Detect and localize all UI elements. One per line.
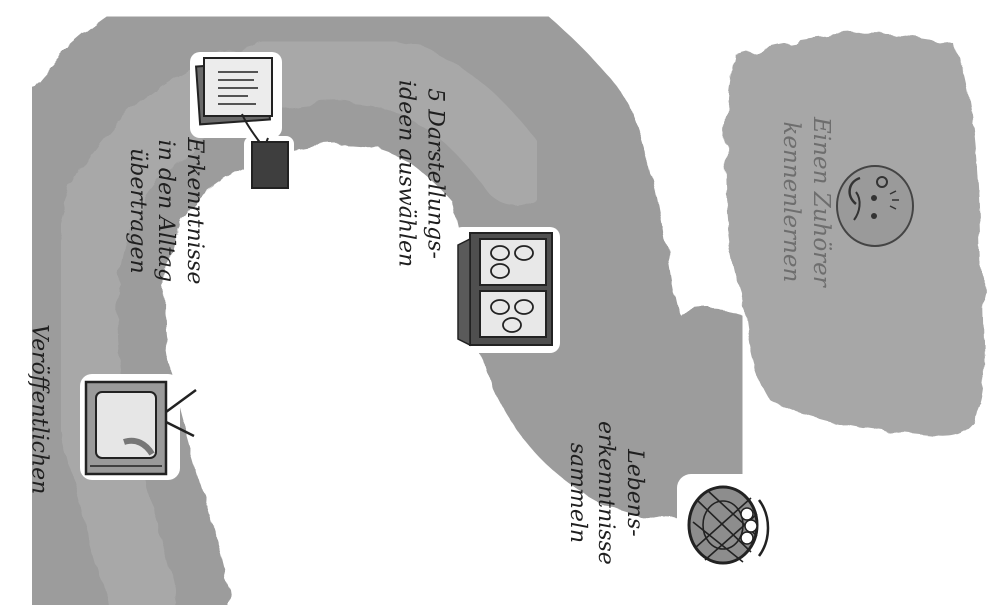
basket-icon — [675, 470, 775, 580]
step-label-lebenserkenntnisse: Lebens- erkenntnisse sammeln — [562, 388, 648, 598]
tv-icon — [78, 372, 203, 484]
step-label-zuhoerer: Einen Zuhörer kennenlernen — [775, 87, 835, 317]
step-label-alltag: Erkenntnisse in den Alltag übertragen — [122, 86, 208, 336]
step-label-darstellung: 5 Darstellungs- ideen auswählen — [391, 59, 448, 289]
step-label-veroeffentlichen: Veröffentlichen — [24, 299, 53, 519]
book-icon — [450, 225, 562, 355]
ear-face-icon — [830, 160, 920, 250]
